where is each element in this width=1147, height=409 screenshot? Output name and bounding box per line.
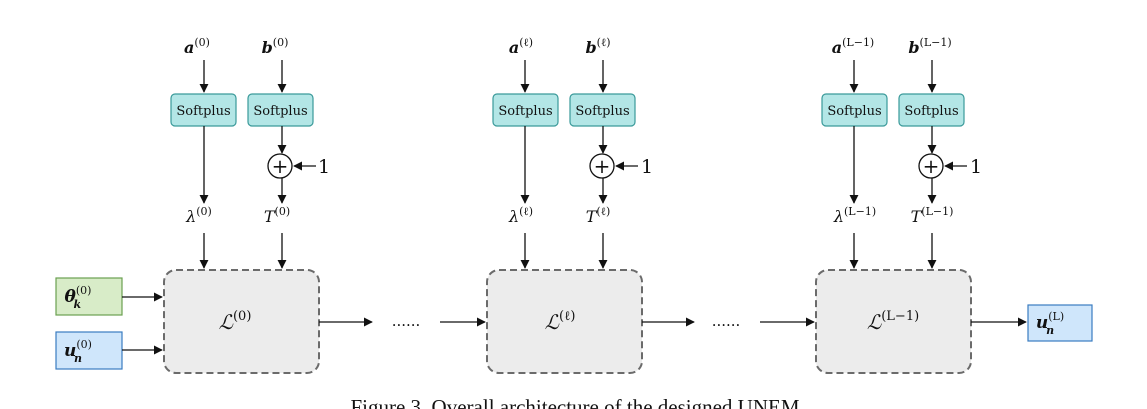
stage-l-softplus-b-label: Softplus bbox=[575, 104, 629, 119]
stage-l-T-label: T(ℓ) bbox=[586, 205, 611, 226]
stage-0-a-label: a(0) bbox=[184, 36, 210, 57]
stage-L1-a-label: a(L−1) bbox=[832, 36, 874, 57]
stage-L1-one-label: 1 bbox=[970, 156, 982, 178]
stage-0: a(0) b(0) Softplus Softplus + 1 λ(0) T(0… bbox=[163, 36, 330, 374]
stage-l-b-label: b(ℓ) bbox=[585, 36, 610, 57]
output-box bbox=[1027, 304, 1093, 342]
figure-caption: Figure 3. Overall architecture of the de… bbox=[350, 395, 799, 409]
stage-0-softplus-b-label: Softplus bbox=[253, 104, 307, 119]
stage-0-softplus-b bbox=[247, 93, 314, 127]
theta-input-label: θ(0)k bbox=[65, 284, 92, 311]
stage-0-plus-glyph: + bbox=[272, 154, 289, 178]
stage-L1-plus-glyph: + bbox=[923, 154, 940, 178]
inputs: θ(0)k u(0)n bbox=[55, 277, 163, 370]
stage-l-softplus-a-label: Softplus bbox=[498, 104, 552, 119]
stage-L1-softplus-a-label: Softplus bbox=[827, 104, 881, 119]
u0-input-label: u(0)n bbox=[64, 338, 92, 365]
u0-input-box bbox=[55, 331, 123, 370]
stage-l-block-label: ℒ(ℓ) bbox=[545, 309, 576, 334]
stage-L-minus-1: a(L−1) b(L−1) Softplus Softplus + 1 λ(L−… bbox=[815, 36, 982, 374]
stage-L1-plus-node bbox=[918, 153, 944, 179]
stage-L1-T-label: T(L−1) bbox=[911, 205, 954, 226]
ellipsis-1: ...... bbox=[392, 312, 421, 330]
stage-0-block-label: ℒ(0) bbox=[219, 309, 252, 334]
stage-L1-lambda-label: λ(L−1) bbox=[833, 205, 876, 226]
stage-0-T-label: T(0) bbox=[264, 205, 290, 226]
stage-l: a(ℓ) b(ℓ) Softplus Softplus + 1 λ(ℓ) T(ℓ… bbox=[486, 36, 653, 374]
stage-L1-b-label: b(L−1) bbox=[908, 36, 951, 57]
stage-0-softplus-a-label: Softplus bbox=[176, 104, 230, 119]
stage-0-one-label: 1 bbox=[318, 156, 330, 178]
stage-l-plus-glyph: + bbox=[594, 154, 611, 178]
stage-0-b-label: b(0) bbox=[262, 36, 289, 57]
stage-l-one-label: 1 bbox=[641, 156, 653, 178]
stage-0-plus-node bbox=[267, 153, 293, 179]
ellipsis-2: ...... bbox=[712, 312, 741, 330]
stage-0-lambda-label: λ(0) bbox=[185, 205, 212, 226]
stage-L1-softplus-b-label: Softplus bbox=[904, 104, 958, 119]
output-label: u(L)n bbox=[1036, 310, 1064, 337]
stage-L1-block-label: ℒ(L−1) bbox=[867, 309, 919, 334]
stage-l-plus-node bbox=[589, 153, 615, 179]
stage-l-lambda-label: λ(ℓ) bbox=[508, 205, 533, 226]
stage-l-a-label: a(ℓ) bbox=[509, 36, 533, 57]
